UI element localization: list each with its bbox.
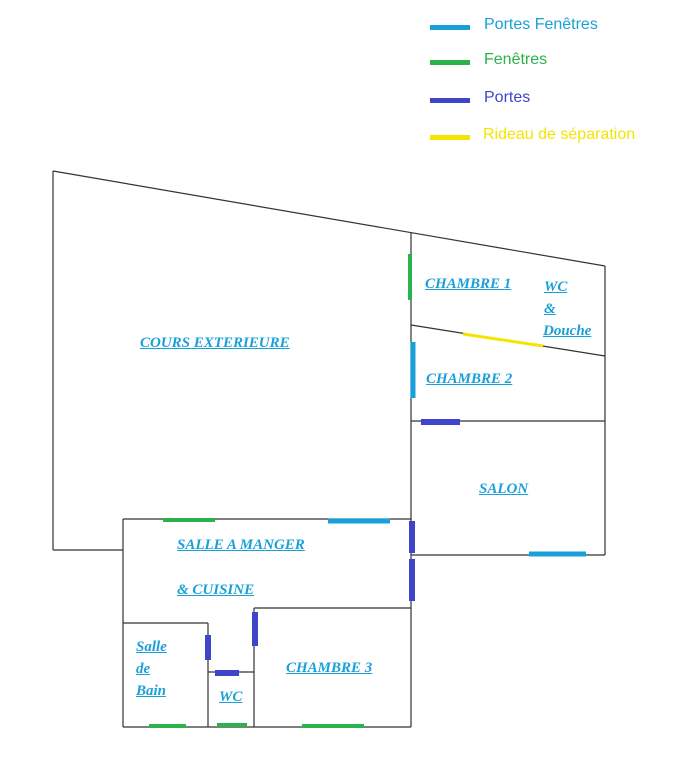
room-label-cuisine: & CUISINE xyxy=(177,582,255,598)
room-label-salle-de-bain-line1: Salle xyxy=(136,639,167,655)
room-label-salle-de-bain-line2: de xyxy=(136,661,151,677)
rideau-separation xyxy=(462,332,544,348)
legend-label-fenetres: Fenêtres xyxy=(484,51,548,68)
room-label-wc-douche-line3: Douche xyxy=(543,323,592,339)
room-label-wc: WC xyxy=(219,689,243,705)
legend-swatch-portes-fenetres xyxy=(430,25,470,30)
legend-label-portes: Portes xyxy=(484,89,531,106)
fenetres xyxy=(149,254,412,728)
room-label-wc-douche-line1: WC xyxy=(544,279,568,295)
legend-label-portes-fenetres: Portes Fenêtres xyxy=(484,16,598,33)
legend-swatch-portes xyxy=(430,98,470,103)
room-label-chambre-3: CHAMBRE 3 xyxy=(286,660,373,676)
room-label-salle-a-manger: SALLE A MANGER xyxy=(177,537,305,553)
legend-label-rideau: Rideau de séparation xyxy=(483,126,636,143)
room-label-chambre-2: CHAMBRE 2 xyxy=(426,371,513,387)
legend-swatch-rideau xyxy=(430,135,470,140)
room-label-chambre-1: CHAMBRE 1 xyxy=(425,276,512,292)
legend-swatch-fenetres xyxy=(430,60,470,65)
wall-top-slanted xyxy=(52,170,606,267)
room-label-wc-douche-line2: & xyxy=(544,301,556,317)
room-label-salon: SALON xyxy=(479,481,529,497)
portes-fenetres xyxy=(328,342,586,557)
room-label-cours-exterieure: COURS EXTERIEURE xyxy=(140,335,290,351)
portes xyxy=(205,419,460,676)
room-label-salle-de-bain-line3: Bain xyxy=(136,683,167,699)
